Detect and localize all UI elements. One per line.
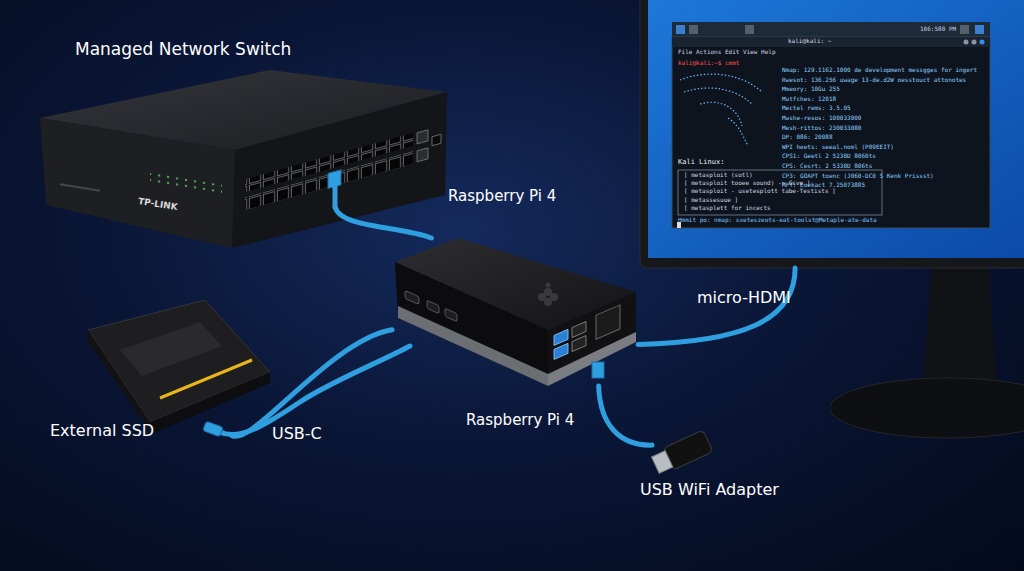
terminal-text: 106:580 PM [920,26,956,33]
taskbar-icon [676,25,685,34]
window-button [972,40,977,45]
terminal-text: Mectel rems: 3.5.05 [782,105,851,112]
taskbar [672,22,990,37]
terminal-text: Nmap: 129.1162.1000 de development messg… [782,67,977,74]
pi-case-side [395,262,548,386]
raspberry-pi: Raspberry Pi 4Raspberry Pi 4 [392,238,638,386]
usb2-port [572,322,586,338]
terminal-text: Kali Linux: [678,158,724,166]
wifi-dongle [650,430,713,476]
logo-dot [544,298,552,306]
terminal-text: WPI heets: seeal.noml (P09EEIT) [782,144,894,151]
terminal-text: [ metasploit - usetesplott tabe-Testists… [684,188,836,195]
led-row [150,170,222,194]
ascii-curve [700,102,742,126]
taskbar-icon [975,25,984,34]
external-ssd: External SSD [85,300,270,435]
terminal-text: [ metasplett for incects [684,205,771,212]
terminal-text: Mmeory: 10Gu 255 [782,86,840,93]
console-port [432,134,441,145]
dongle-connector [652,451,673,474]
usb3-port [554,343,568,359]
switch-port-panel [245,125,441,211]
ssd-side [150,372,270,434]
device-label: Raspberry Pi 4 [448,188,556,205]
switch-front [232,92,447,248]
sfp-port [417,148,428,162]
trim [60,183,100,192]
usb-plug [592,362,604,378]
monitor: 106:580 PM kali@kali: ~ File Actions Edit … [640,0,1024,268]
pi-left-ports [405,290,457,321]
usb-c-plug [203,421,223,437]
switch-side [40,118,235,248]
window-button [964,40,969,45]
device-label: Raspberry Pi 4 [466,412,574,429]
terminal-text: DP: 086: 20088 [782,134,833,141]
cable-connector [335,207,431,238]
terminal-text: Mwshe-resos: 100033000 [782,115,861,122]
terminal-text: CP3: GOAPT toenc (J060-DC0 S Kenk Prisss… [782,173,934,180]
ssd-top [88,300,270,422]
edge-label: USB-C [272,424,322,443]
device-label: Managed Network Switch [75,40,291,60]
terminal-text: [ metasploit tooee sound) -> Gsve ] [684,180,810,187]
terminal-text: File Actions Edit View Help [678,49,776,56]
terminal-window [672,37,990,228]
pi-right-ports [554,305,620,360]
hdmi-port [445,308,457,321]
ascii-curve [680,74,762,92]
wifi-adapter: USB WiFi Adapter [652,428,722,473]
pi-case-band [398,306,548,386]
port-row [245,151,413,210]
terminal-text: kali@kali: ~ [788,38,831,45]
terminal-text: CPS: Cesrt: 2 5330D 806ts [782,163,872,170]
terminal-text: Rwesot: 136.256 uwage 13-de.d2W oesstouc… [782,77,966,84]
taskbar-icon [689,25,698,34]
cable-connector [231,330,392,437]
monitor-bezel [640,0,1024,268]
ascii-curve [728,118,748,146]
terminal-text: CPS1: Geetl 2 5230D 8060ts [782,153,876,160]
terminal-titlebar [672,37,990,47]
usb2-port [572,336,586,352]
hdmi-port [427,300,439,313]
device-label: USB WiFi Adapter [640,481,779,499]
usb3-port [554,329,568,345]
sfp-port [417,130,428,144]
dragon-ascii-art [680,74,762,146]
ascii-curve [684,88,752,104]
cable-connector [638,268,795,345]
terminal-text: Mutfches: 12018 [782,96,836,103]
raspberry-logo [538,283,558,307]
monitor-base [830,378,1024,438]
taskbar-icon [960,25,969,34]
terminal-text: [ metasploit (sotl) [684,172,753,179]
switch-led-panel [60,155,222,212]
terminal-text: Hmmit po: nmap: sxeteszeots-eat-toolst@M… [678,217,877,224]
network-switch: Managed Network SwitchTP-LINK [35,90,445,207]
terminal-text: [ metassesuue ] [684,197,738,204]
pi-case-side [548,292,636,386]
monitor-screen [648,0,1024,258]
window-button [980,40,985,45]
terminal-text: Mesh-rittos: 230033080 [782,125,861,132]
ethernet-port [596,305,620,339]
ssd-label-area [120,322,222,376]
usb-c-port [405,290,419,304]
taskbar-icon [745,25,754,34]
edge-label: micro-HDMI [697,288,791,307]
cable-connector [599,386,652,445]
device-label: External SSD [50,422,154,440]
ssd-stripe [160,360,252,398]
logo-dot [546,283,551,288]
terminal-text: kali@kali:~$ cmmt [678,60,739,67]
cable-stub [333,184,338,207]
